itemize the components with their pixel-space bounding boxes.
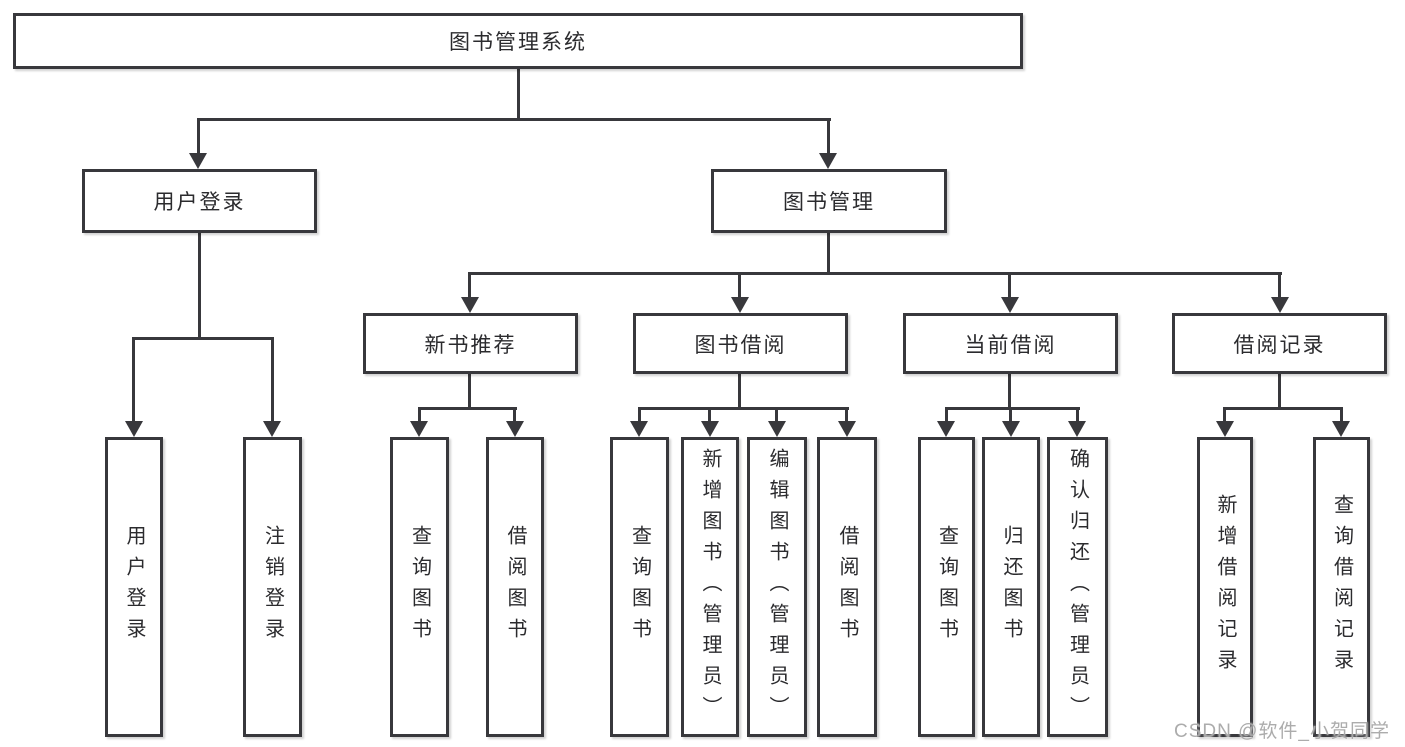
node-book-mgmt: 图书管理 [711,169,947,233]
connector-line [775,407,778,423]
connector-line [827,233,830,272]
leaf-current-return: 归还图书 [982,437,1040,737]
arrow-down-icon [838,421,856,437]
connector-line [708,407,711,423]
connector-line [1008,272,1011,299]
connector-line [738,374,741,407]
connector-line [1076,407,1079,423]
leaf-record-query-label: 查询借阅记录 [1330,494,1353,680]
connector-line [271,337,274,423]
arrow-down-icon [461,297,479,313]
connector-line [1340,407,1343,423]
connector-line [468,272,1282,275]
connector-line [638,407,641,423]
node-borrow-record-label: 借阅记录 [1233,333,1326,357]
arrow-down-icon [937,421,955,437]
node-root: 图书管理系统 [13,13,1023,69]
leaf-borrow-borrow-label: 借阅图书 [836,525,858,649]
connector-line [1223,407,1343,410]
arrow-down-icon [701,421,719,437]
connector-line [132,337,274,340]
leaf-borrow-add-label: 新增图书（管理员） [699,447,721,727]
leaf-borrow-add: 新增图书（管理员） [681,437,739,737]
connector-line [197,118,200,156]
arrow-down-icon [819,153,837,169]
arrow-down-icon [410,421,428,437]
node-user-login-label: 用户登录 [153,191,246,214]
connector-line [1009,407,1012,423]
connector-line [198,233,201,337]
leaf-logout: 注销登录 [243,437,302,737]
connector-line [845,407,848,423]
arrow-down-icon [1332,421,1350,437]
leaf-logout-label: 注销登录 [261,525,284,649]
arrow-down-icon [1001,297,1019,313]
leaf-current-confirm: 确认归还（管理员） [1047,437,1108,737]
leaf-newbook-borrow-label: 借阅图书 [504,525,526,649]
connector-line [132,337,135,423]
arrow-down-icon [1271,297,1289,313]
leaf-current-query: 查询图书 [918,437,975,737]
connector-line [1008,374,1011,407]
connector-line [1223,407,1226,423]
node-new-book-rec: 新书推荐 [363,313,578,374]
leaf-borrow-query-label: 查询图书 [628,525,651,649]
connector-line [468,374,471,407]
arrow-down-icon [263,421,281,437]
connector-line [197,118,831,121]
connector-line [517,69,520,118]
leaf-current-query-label: 查询图书 [935,525,958,649]
leaf-borrow-borrow: 借阅图书 [817,437,877,737]
leaf-newbook-query: 查询图书 [390,437,449,737]
leaf-record-add-label: 新增借阅记录 [1214,494,1236,680]
leaf-newbook-query-label: 查询图书 [408,525,431,649]
connector-line [468,272,471,299]
arrow-down-icon [731,297,749,313]
arrow-down-icon [1002,421,1020,437]
node-current-borrow: 当前借阅 [903,313,1118,374]
leaf-current-confirm-label: 确认归还（管理员） [1066,447,1089,727]
node-root-label: 图书管理系统 [449,31,587,54]
arrow-down-icon [189,153,207,169]
leaf-user-login: 用户登录 [105,437,163,737]
arrow-down-icon [768,421,786,437]
arrow-down-icon [1068,421,1086,437]
connector-line [1278,374,1281,407]
leaf-record-add: 新增借阅记录 [1197,437,1253,737]
connector-line [827,118,830,156]
connector-line [513,407,516,423]
leaf-user-login-label: 用户登录 [123,525,145,649]
node-user-login: 用户登录 [82,169,317,233]
leaf-record-query: 查询借阅记录 [1313,437,1370,737]
node-new-book-rec-label: 新书推荐 [424,333,517,357]
connector-line [418,407,517,410]
arrow-down-icon [630,421,648,437]
connector-line [945,407,948,423]
leaf-borrow-edit: 编辑图书（管理员） [747,437,807,737]
connector-line [738,272,741,299]
connector-line [945,407,1080,410]
csdn-watermark: CSDN @软件_小贺同学 [1174,721,1390,742]
node-book-mgmt-label: 图书管理 [783,191,875,214]
connector-line [418,407,421,423]
node-borrow-record: 借阅记录 [1172,313,1387,374]
connector-line [638,407,849,410]
arrow-down-icon [1216,421,1234,437]
leaf-newbook-borrow: 借阅图书 [486,437,544,737]
leaf-borrow-edit-label: 编辑图书（管理员） [766,447,788,727]
node-book-borrow-label: 图书借阅 [694,333,787,357]
node-current-borrow-label: 当前借阅 [964,333,1057,357]
arrow-down-icon [506,421,524,437]
arrow-down-icon [125,421,143,437]
leaf-current-return-label: 归还图书 [1000,525,1022,649]
node-book-borrow: 图书借阅 [633,313,848,374]
connector-line [1278,272,1281,299]
leaf-borrow-query: 查询图书 [610,437,669,737]
